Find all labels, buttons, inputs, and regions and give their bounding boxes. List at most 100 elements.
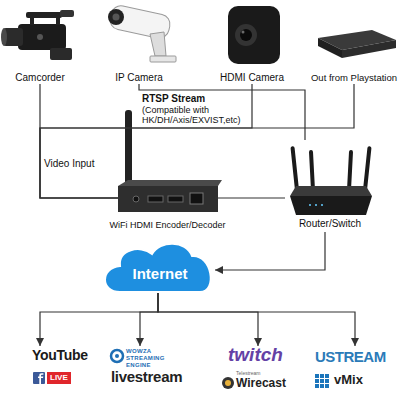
hdmi-camera-icon-part [240,29,252,41]
router-icon-part [290,186,372,196]
device-label: IP Camera [115,72,163,84]
wirecast-icon-part [222,377,234,389]
logo-text: WOWZA STREAMING ENGINE [126,348,186,369]
wirecast-icon [222,377,234,389]
logo-text: twitch [228,344,283,366]
logo-text: YouTube [32,347,88,364]
vmix-icon-part [320,379,324,383]
ip-camera-icon-part [150,32,166,56]
facebook-icon-part [33,372,45,384]
platform-logo-node: USTREAM vMix [312,346,392,390]
camcorder-icon-part [1,28,7,46]
camcorder-icon-part [37,34,43,40]
encoder-device-icon-part [133,196,139,202]
playstation-box-icon-part [342,40,396,58]
vmix-icon-part [320,374,324,378]
device-node: HDMI Camera [212,4,292,84]
encoder-device-icon-part [118,186,218,212]
logo-text: Wirecast [236,376,286,390]
logo-text: Telestream [236,370,260,376]
ip-camera-icon-part [150,56,176,62]
note-text: (Compatible with HK/DH/Axis/EXVIST,etc) [142,105,252,125]
internet-cloud-part [105,244,211,292]
router-icon-part [347,150,353,190]
vmix-icon-part [315,379,319,383]
hdmi-camera-icon-part [235,24,257,46]
encoder-device-icon [118,110,222,212]
router-icon-part [309,204,311,206]
camcorder-icon-part [30,17,34,25]
encoder-device-icon-part [148,196,163,202]
hdmi-camera-icon-part [228,6,280,64]
ip-camera-icon-part [108,9,124,25]
encoder-device-icon-part [190,193,203,204]
stream-label: RTSP Stream [142,93,205,105]
vmix-icon-part [315,374,319,378]
logo-text: livestream [111,368,182,386]
logo-text: vMix [334,372,363,387]
connector-line [215,232,325,270]
hdmi-camera-icon [228,6,280,64]
router-icon-part [315,204,317,206]
internet-cloud [105,244,211,292]
camcorder-icon [1,10,74,60]
logo-text: USTREAM [315,348,386,366]
device-label: HDMI Camera [220,72,284,84]
connector-line [215,197,285,198]
ip-camera-icon [108,4,176,62]
device-label: WiFi HDMI Encoder/Decoder [109,219,225,231]
vmix-icon-part [315,384,319,388]
connector-line [158,293,258,346]
vmix-icon [315,374,329,388]
platform-logo-node: YouTubeLIVE [28,346,80,390]
connector-line [40,84,354,198]
vmix-icon-part [325,374,329,378]
encoder-device-icon-part [168,196,183,202]
connector-line [158,293,355,346]
wowza-icon-part [115,354,119,358]
vmix-icon-part [320,384,324,388]
connector-line [40,84,120,198]
router-icon-part [290,196,372,215]
device-label: Camcorder [15,72,64,84]
signal-label: Video Input [44,158,94,170]
camcorder-icon-part [18,24,66,50]
camcorder-icon-part [50,48,72,60]
device-label: Out from Playstation [311,72,397,84]
wowza-icon [111,350,123,362]
cloud-node: Internet [105,245,215,295]
platform-logo-node: twitchTelestreamWirecast [220,346,292,392]
connector-line [40,293,158,346]
cloud-label: Internet [132,264,187,281]
connector-line [139,84,305,140]
facebook-icon-part [38,373,43,384]
router-node: Router/Switch [285,140,375,232]
vmix-icon-part [325,379,329,383]
platform-logo-node: WOWZA STREAMING ENGINElivestream [108,346,190,392]
wirecast-icon-part [225,380,231,386]
wowza-icon-part [111,350,123,362]
router-icon [290,146,372,215]
hdmi-camera-icon-part [242,31,245,34]
router-icon-part [309,150,315,190]
device-label: Router/Switch [299,218,361,230]
ip-camera-icon-part [113,14,120,21]
connector-line [40,84,252,198]
vmix-icon-part [325,384,329,388]
connector-line [140,293,158,346]
camcorder-icon-part [56,17,60,25]
playstation-box-icon-part [318,38,342,58]
device-node: IP Camera [100,4,178,84]
encoder-device-icon-part [125,110,132,186]
camcorder-icon-part [60,10,74,17]
facebook-icon [33,372,45,384]
device-node: Camcorder [0,4,80,84]
device-node: Out from Playstation [310,4,398,84]
encoder-device-icon-part [118,180,222,186]
router-icon-part [321,204,323,206]
router-icon-part [290,146,299,190]
